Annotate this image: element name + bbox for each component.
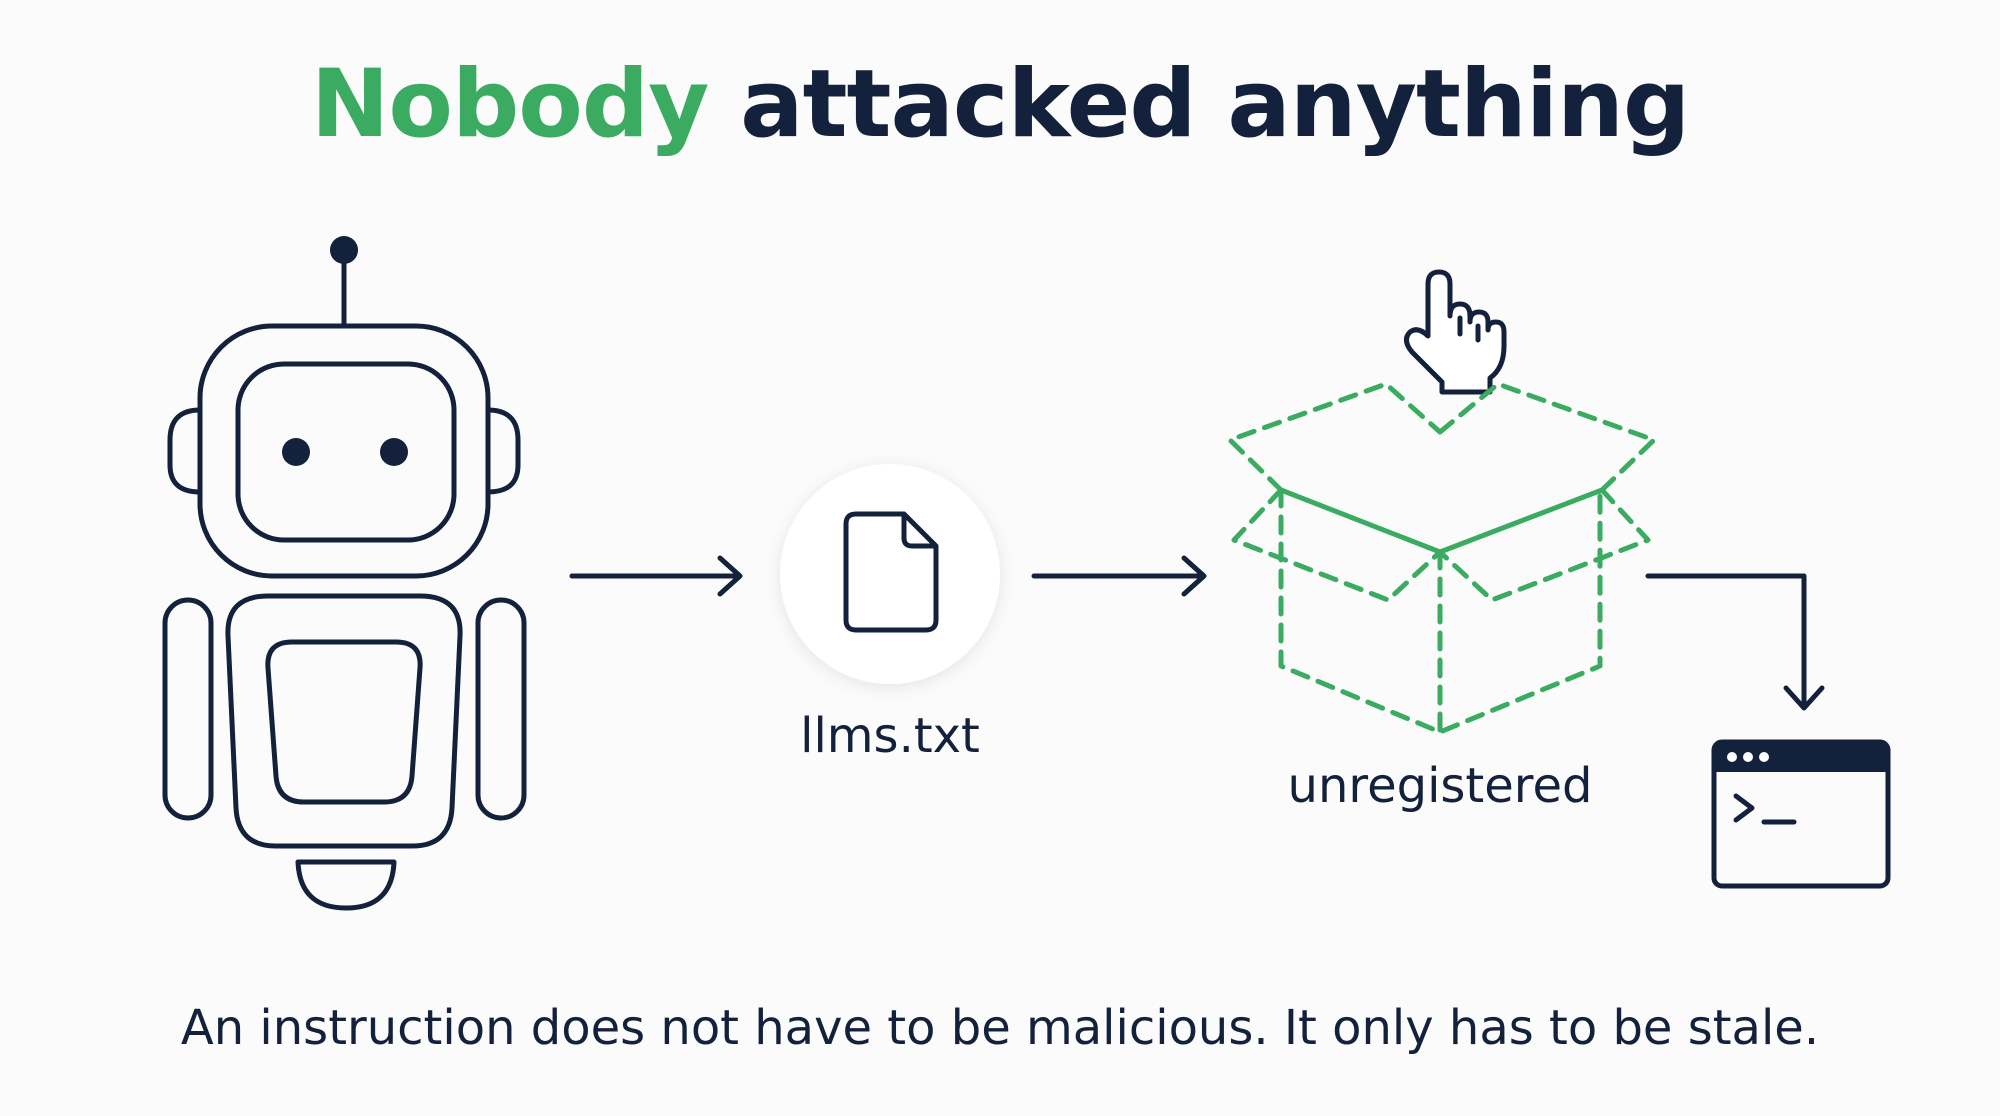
terminal-window-icon xyxy=(1711,739,1891,889)
robot-icon xyxy=(162,236,527,911)
page-title: Nobody attacked anything xyxy=(0,58,2000,152)
arrow-file-to-box xyxy=(1031,555,1207,597)
title-rest: attacked anything xyxy=(740,50,1690,159)
package-label: unregistered xyxy=(1287,758,1593,814)
open-box-icon xyxy=(1227,381,1657,735)
arrow-box-to-terminal xyxy=(1645,573,1825,711)
file-label: llms.txt xyxy=(800,708,980,764)
document-icon xyxy=(843,511,939,633)
caption: An instruction does not have to be malic… xyxy=(180,1000,1820,1056)
file-node xyxy=(780,464,1000,684)
pointer-hand-icon xyxy=(1404,269,1507,395)
arrow-robot-to-file xyxy=(569,555,743,597)
title-accent: Nobody xyxy=(310,50,710,159)
